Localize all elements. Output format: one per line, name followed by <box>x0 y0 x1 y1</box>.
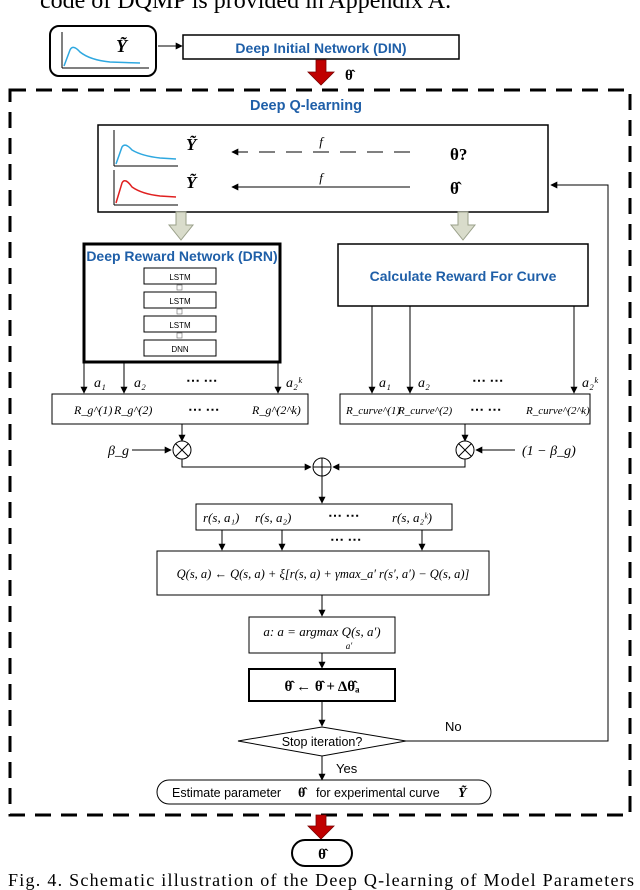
estimate-middle: for experimental curve <box>316 786 440 800</box>
decision-text: Stop iteration? <box>282 735 363 749</box>
din-output-symbol: θ̂ <box>345 68 356 84</box>
theta-update-text: θ̂ ← θ̂ + Δθ̂ₐ <box>285 679 361 695</box>
r-item-2: r(s, a₂) <box>255 510 291 525</box>
q-update-box <box>156 550 490 596</box>
drn-layer-3: LSTM <box>169 321 191 330</box>
no-label: No <box>445 719 462 734</box>
dql-frame <box>8 88 632 817</box>
estimate-text: Estimate parameter θ̂ for experimental c… <box>172 783 468 801</box>
r-item-dots: ⋯ ⋯ <box>328 509 360 524</box>
din-input-symbol: Ỹ <box>116 36 129 56</box>
calc-box <box>337 243 589 307</box>
argmax-box <box>248 616 396 654</box>
row1-right-symbol: θ? <box>450 145 467 164</box>
estimate-y: Ỹ <box>458 783 468 801</box>
reward-right-k: R_curve^(2^k) <box>525 405 590 417</box>
figure-caption: Fig. 4. Schematic illustration of the De… <box>8 870 634 890</box>
reward-left-dots: ⋯ ⋯ <box>188 403 220 418</box>
argmax-sub: a′ <box>346 641 354 651</box>
action-right-k: a₂ᵏ <box>582 376 599 391</box>
final-output-box <box>291 839 353 867</box>
din-box <box>182 34 460 60</box>
reward-box-left <box>51 393 309 425</box>
reward-right-1: R_curve^(1) <box>345 405 400 417</box>
row2-right-symbol: θ̂ <box>450 179 462 198</box>
argmax-text: a: a = argmax Q(s, a′) <box>263 624 380 639</box>
beta-right: (1 − β_g) <box>522 444 576 459</box>
yes-label: Yes <box>336 761 358 776</box>
reward-left-1: R_g^(1) <box>73 403 112 417</box>
dql-title: Deep Q-learning <box>250 98 362 114</box>
calc-title: Calculate Reward For Curve <box>370 268 557 284</box>
header-text: code of DQMP is provided in Appendix A. <box>40 0 451 14</box>
drn-layers: LSTM LSTM LSTM DNN <box>143 267 217 357</box>
reward-left-k: R_g^(2^k) <box>251 403 301 417</box>
reward-box-right <box>339 393 591 425</box>
din-output-arrow <box>307 59 335 86</box>
row1-left-symbol: Ỹ <box>186 135 198 154</box>
row1-curve-chart <box>113 130 178 167</box>
drn-layer-4: DNN <box>171 345 189 354</box>
estimate-prefix: Estimate parameter <box>172 786 281 800</box>
top-box <box>97 124 549 213</box>
action-right-dots: ⋯ ⋯ <box>472 374 504 389</box>
action-left-2: a₂ <box>134 376 146 391</box>
reward-left-2: R_g^(2) <box>113 403 152 417</box>
reward-right-dots: ⋯ ⋯ <box>470 403 502 418</box>
no-loop-arrow <box>406 181 609 742</box>
dots-between: ⋯ ⋯ <box>330 533 362 548</box>
din-label: Deep Initial Network (DIN) <box>235 40 406 56</box>
drn-layer-2: LSTM <box>169 297 191 306</box>
row2-func: f <box>319 170 325 185</box>
final-output-arrow <box>307 814 335 840</box>
drn-title: Deep Reward Network (DRN) <box>86 248 277 264</box>
estimate-theta: θ̂ <box>298 786 308 801</box>
action-right-2: a₂ <box>418 376 430 391</box>
final-output-symbol: θ̂ <box>318 847 329 863</box>
row1-func: f <box>319 134 325 149</box>
row2-left-symbol: Ỹ <box>186 173 198 192</box>
q-update-text: Q(s, a) ← Q(s, a) + ξ[r(s, a) + γmax_a′ … <box>177 567 470 581</box>
beta-left: β_g <box>107 444 129 459</box>
action-left-k: a₂ᵏ <box>286 376 303 391</box>
drn-layer-1: LSTM <box>169 273 191 282</box>
row2-curve-chart <box>113 170 178 206</box>
reward-right-2: R_curve^(2) <box>397 405 452 417</box>
theta-update-box <box>248 668 396 702</box>
r-box <box>195 503 453 531</box>
r-item-k: r(s, a₂ᵏ) <box>392 510 432 525</box>
r-item-1: r(s, a₁) <box>203 510 239 525</box>
estimate-box <box>156 779 492 805</box>
action-left-dots: ⋯ ⋯ <box>186 374 218 389</box>
action-left-1: a₁ <box>94 376 106 391</box>
action-right-1: a₁ <box>379 376 391 391</box>
gray-arrow-left <box>167 211 195 241</box>
din-input-curve: Ỹ <box>49 25 157 77</box>
gray-arrow-right <box>449 211 477 241</box>
